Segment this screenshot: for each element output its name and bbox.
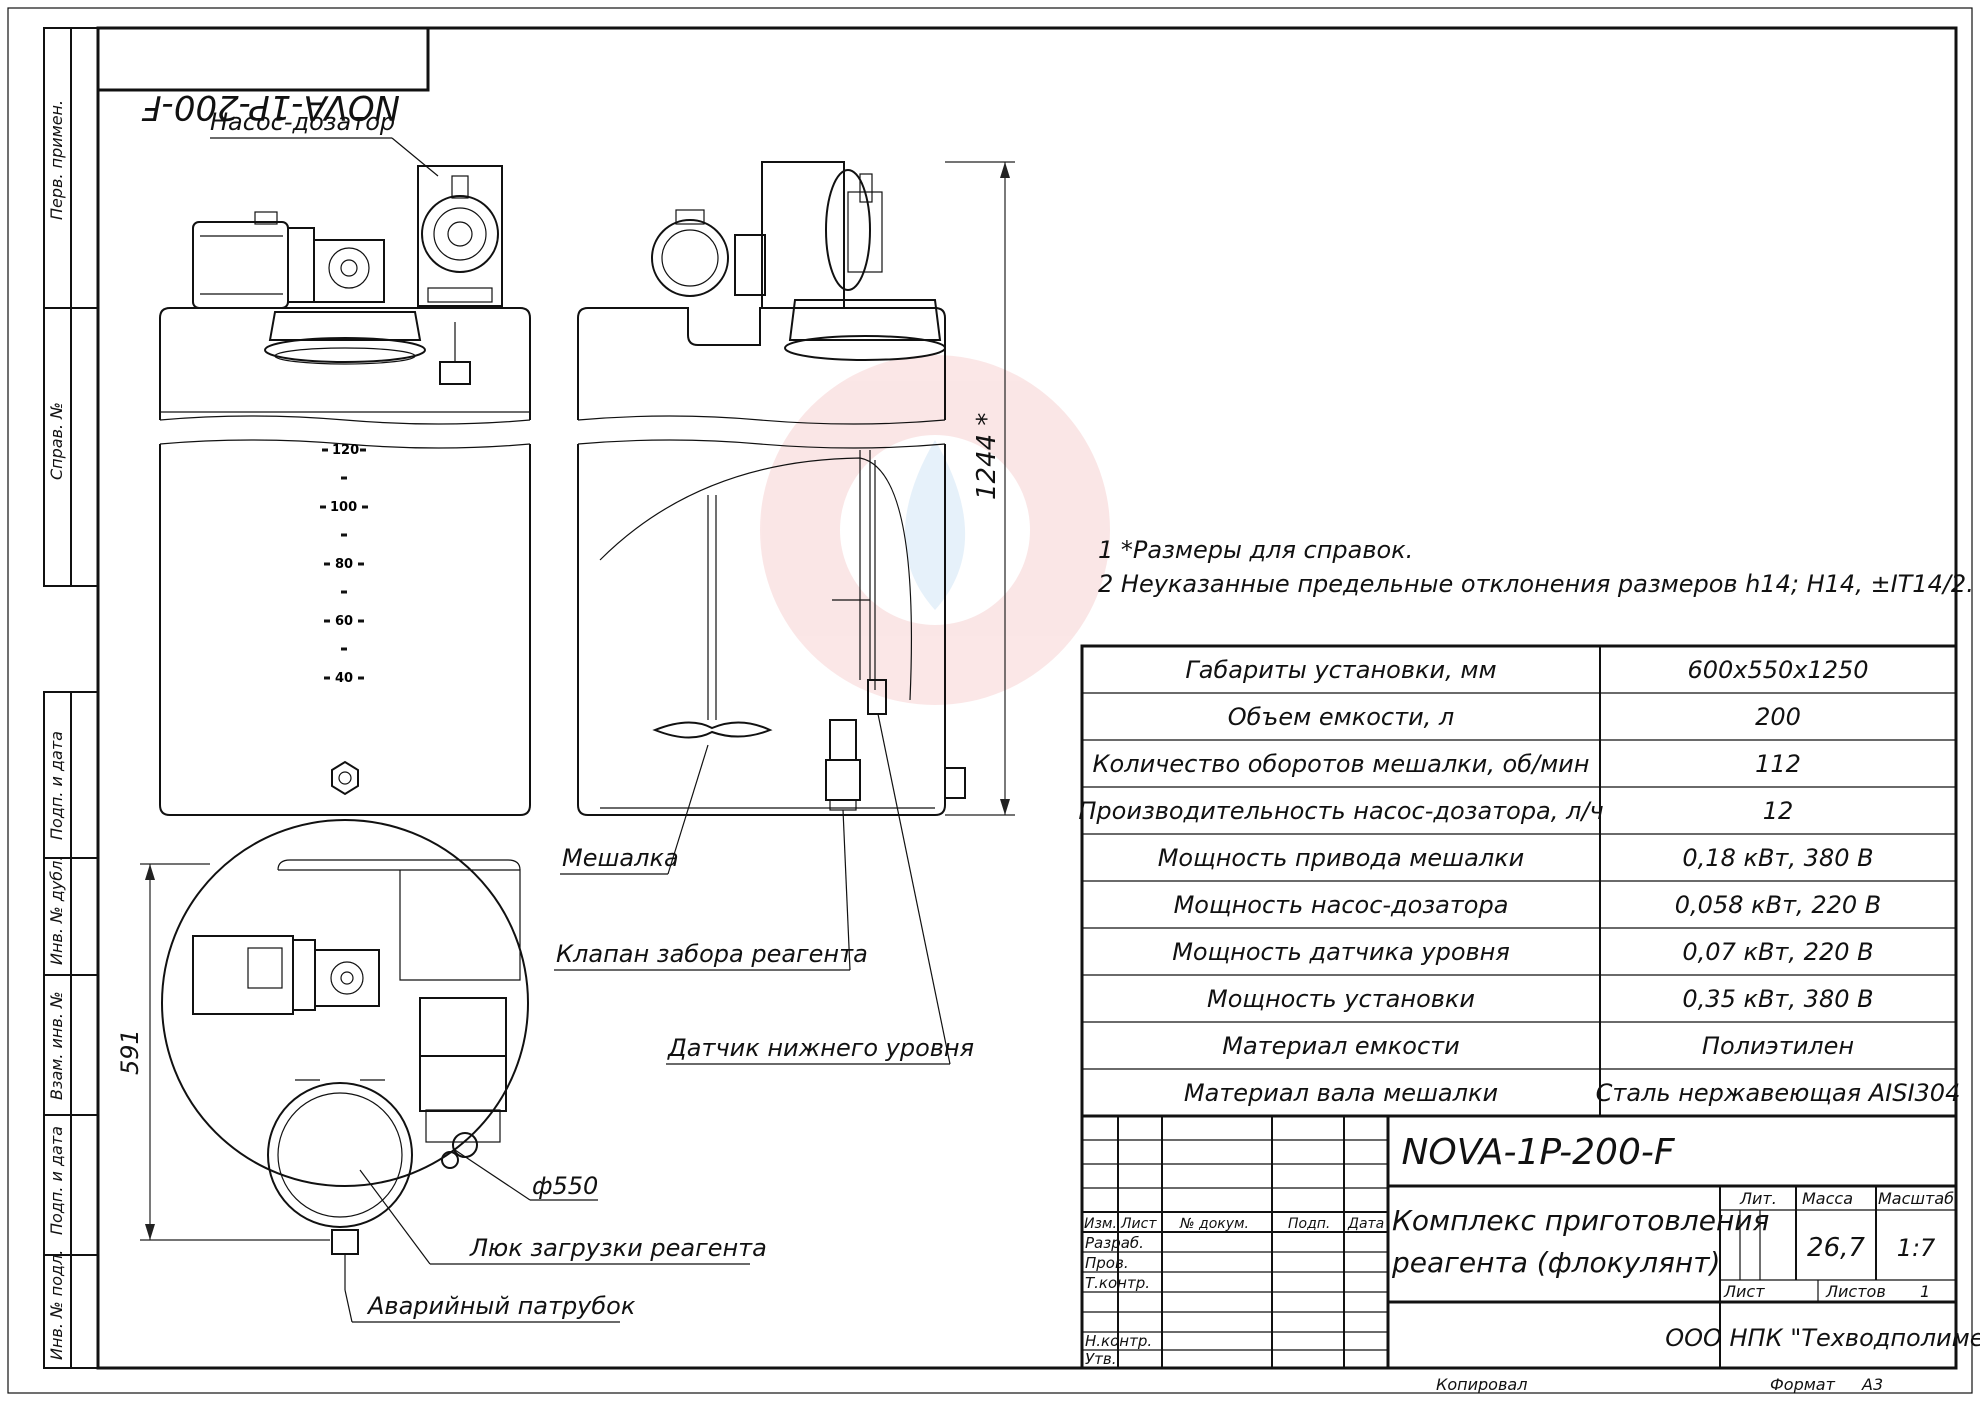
mass-label: Масса bbox=[1802, 1189, 1853, 1208]
drain-label: Аварийный патрубок bbox=[366, 1292, 636, 1320]
title-code: NOVA-1P-200-F bbox=[1401, 1132, 1675, 1173]
spec-param-1: Объем емкости, л bbox=[1228, 703, 1455, 731]
lit-label: Лит. bbox=[1739, 1189, 1777, 1208]
role-tech-control: Т.контр. bbox=[1085, 1274, 1150, 1292]
spec-param-9: Материал вала мешалки bbox=[1184, 1079, 1498, 1107]
note-2: 2 Неуказанные предельные отклонения разм… bbox=[1098, 570, 1974, 598]
spec-param-7: Мощность установки bbox=[1207, 985, 1475, 1013]
scale-value: 1:7 bbox=[1897, 1234, 1936, 1262]
outer-frame bbox=[7, 7, 1973, 1394]
spec-param-0: Габариты установки, мм bbox=[1185, 656, 1496, 684]
general-notes: 1 *Размеры для справок. 2 Неуказанные пр… bbox=[1098, 536, 1974, 598]
side-label-1: Справ. № bbox=[47, 402, 66, 480]
pump-label: Насос-дозатор bbox=[210, 108, 395, 136]
height-dim-label: 1244 * bbox=[972, 413, 1002, 500]
spec-value-8: Полиэтилен bbox=[1702, 1032, 1854, 1060]
sheets-label: Листов bbox=[1825, 1282, 1886, 1301]
depth-dimension: 591 bbox=[116, 863, 330, 1241]
col-header-sign: Подп. bbox=[1288, 1216, 1330, 1232]
scale-mark-0: 120 bbox=[332, 443, 359, 458]
sensor-label: Датчик нижнего уровня bbox=[667, 1034, 974, 1062]
sheet-label: Лист bbox=[1723, 1282, 1765, 1301]
spec-param-6: Мощность датчика уровня bbox=[1172, 938, 1510, 966]
sheets-count: 1 bbox=[1920, 1282, 1930, 1301]
scale-mark-4: 40 bbox=[335, 671, 353, 686]
spec-value-4: 0,18 кВт, 380 В bbox=[1682, 844, 1873, 872]
sensor-callout: Датчик нижнего уровня bbox=[666, 713, 974, 1065]
spec-value-1: 200 bbox=[1755, 703, 1801, 731]
scale-label: Масштаб bbox=[1878, 1189, 1954, 1208]
top-view bbox=[161, 819, 529, 1290]
format-label: Формат bbox=[1770, 1375, 1836, 1394]
watermark-gear-icon bbox=[760, 355, 1110, 705]
side-label-6: Инв. № подл. bbox=[47, 1250, 66, 1360]
side-label-3: Инв. № дубл. bbox=[47, 856, 66, 965]
spec-value-0: 600x550x1250 bbox=[1687, 656, 1868, 684]
spec-value-7: 0,35 кВт, 380 В bbox=[1682, 985, 1873, 1013]
spec-value-5: 0,058 кВт, 220 В bbox=[1675, 891, 1881, 919]
scale-mark-3: 60 bbox=[335, 614, 353, 629]
spec-param-4: Мощность привода мешалки bbox=[1158, 844, 1525, 872]
hatch-callout: Люк загрузки реагента bbox=[359, 1169, 767, 1265]
inner-frame bbox=[96, 26, 1958, 1370]
mirrored-code-box: NOVA-1P-200-F bbox=[96, 26, 430, 127]
role-checker: Пров. bbox=[1085, 1254, 1129, 1272]
pump-callout: Насос-дозатор bbox=[210, 108, 439, 177]
spec-param-8: Материал емкости bbox=[1222, 1032, 1460, 1060]
spec-param-5: Мощность насос-дозатора bbox=[1174, 891, 1509, 919]
col-header-list: Лист bbox=[1120, 1216, 1157, 1232]
diameter-label: ф550 bbox=[532, 1172, 598, 1200]
spec-value-6: 0,07 кВт, 220 В bbox=[1682, 938, 1873, 966]
mass-value: 26,7 bbox=[1807, 1233, 1865, 1263]
side-label-0: Перв. примен. bbox=[47, 100, 66, 220]
spec-param-3: Производительность насос-дозатора, л/ч bbox=[1078, 797, 1603, 825]
col-header-date: Дата bbox=[1347, 1216, 1384, 1232]
scale-mark-2: 80 bbox=[335, 557, 353, 572]
spec-param-2: Количество оборотов мешалки, об/мин bbox=[1093, 750, 1590, 778]
mixer-label: Мешалка bbox=[562, 844, 679, 872]
height-dimension: 1244 * bbox=[945, 161, 1015, 816]
role-developer: Разраб. bbox=[1085, 1234, 1144, 1252]
copied-label: Копировал bbox=[1436, 1375, 1527, 1394]
valve-label: Клапан забора реагента bbox=[556, 940, 868, 968]
side-label-5: Подп. и дата bbox=[47, 1126, 66, 1235]
title-name-line2: реагента (флокулянт) bbox=[1391, 1246, 1720, 1279]
col-header-izm: Изм. bbox=[1084, 1216, 1117, 1232]
role-approved: Утв. bbox=[1085, 1350, 1117, 1368]
mirrored-drawing-code: NOVA-1P-200-F bbox=[142, 87, 400, 127]
valve-callout: Клапан забора реагента bbox=[554, 809, 868, 971]
side-label-2: Подп. и дата bbox=[47, 731, 66, 840]
specs-table: Габариты установки, мм 600x550x1250Объем … bbox=[1078, 644, 1961, 1118]
scale-mark-1: 100 bbox=[330, 500, 357, 515]
company-name: ООО НПК "Техводполимер" bbox=[1665, 1324, 1980, 1352]
format-value: А3 bbox=[1861, 1375, 1883, 1394]
left-stamp: Перв. примен. Справ. № Подп. и дата Инв.… bbox=[43, 27, 99, 1369]
spec-value-2: 112 bbox=[1755, 750, 1801, 778]
spec-value-9: Сталь нержавеющая AISI304 bbox=[1596, 1079, 1961, 1107]
title-name-line1: Комплекс приготовления bbox=[1392, 1204, 1769, 1237]
depth-dim-label: 591 bbox=[116, 1029, 144, 1075]
side-view bbox=[577, 161, 966, 816]
role-norm-control: Н.контр. bbox=[1085, 1332, 1152, 1350]
hatch-label: Люк загрузки реагента bbox=[469, 1234, 767, 1262]
diameter-callout: ф550 bbox=[454, 1149, 598, 1201]
title-block: Изм. Лист № докум. Подп. Дата Разраб. Пр… bbox=[1080, 1114, 1980, 1394]
front-view: 120 100 80 60 40 bbox=[159, 165, 531, 816]
mixer-callout: Мешалка bbox=[560, 744, 709, 875]
col-header-doc: № докум. bbox=[1179, 1216, 1249, 1232]
drain-callout: Аварийный патрубок bbox=[344, 1289, 636, 1323]
spec-value-3: 12 bbox=[1763, 797, 1794, 825]
note-1: 1 *Размеры для справок. bbox=[1098, 536, 1413, 564]
side-label-4: Взам. инв. № bbox=[47, 991, 66, 1100]
